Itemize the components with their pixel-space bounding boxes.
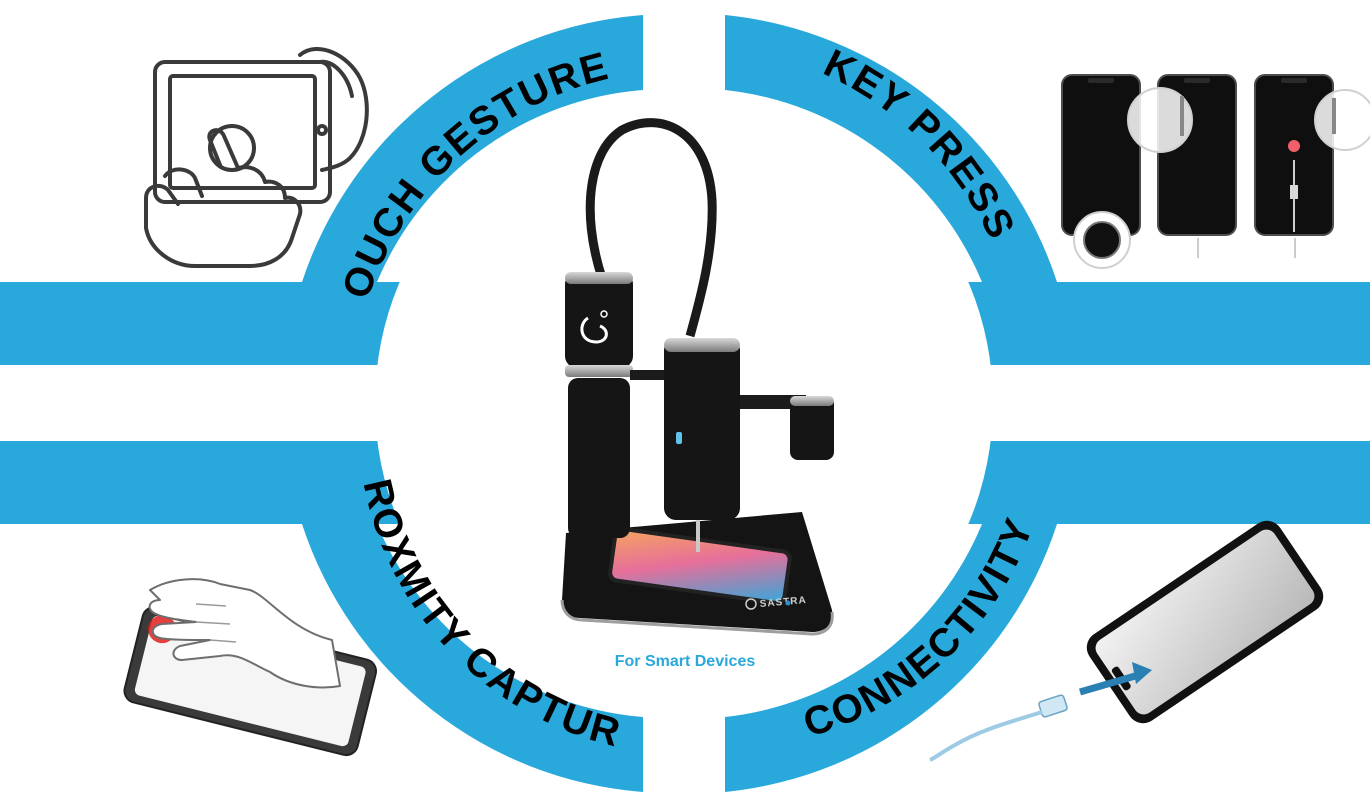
ring-quadrant-bottom-right	[725, 524, 1057, 792]
ring-quadrant-top-right	[725, 15, 1057, 282]
ring-quadrant-top-left	[302, 15, 643, 282]
phone-cable-connect-icon	[929, 520, 1324, 762]
phone-key-press-screens-icon	[1061, 74, 1370, 269]
device-brand: SASTRA	[759, 595, 807, 610]
ring-quadrant-bottom-left	[302, 524, 643, 792]
device-caption: For Smart Devices	[615, 653, 756, 670]
robotic-tester-device-image: SASTRA	[560, 118, 834, 636]
hand-tapping-tablet-icon	[144, 47, 369, 268]
hand-over-phone-proximity-icon	[123, 578, 377, 757]
ring	[302, 15, 1057, 792]
